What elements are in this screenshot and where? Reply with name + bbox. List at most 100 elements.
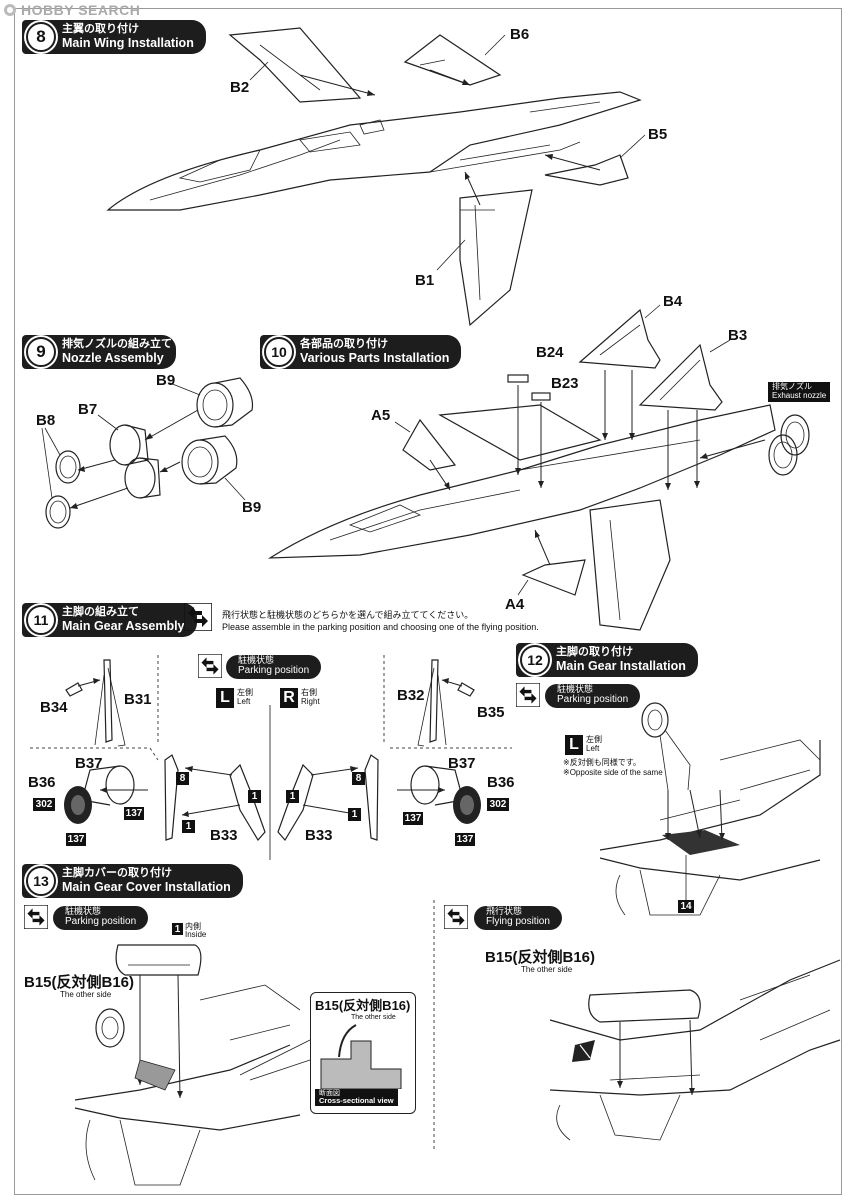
step-13-flying-arrows-icon bbox=[444, 905, 468, 929]
inside-tag: 1 内側 Inside bbox=[172, 922, 206, 940]
choice-note: 飛行状態と駐機状態のどちらかを選んで組み立ててください。 Please asse… bbox=[222, 611, 539, 634]
right-letter: R bbox=[280, 688, 298, 708]
parking-en: Parking position bbox=[557, 694, 629, 706]
label-b4: B4 bbox=[663, 293, 683, 310]
label-b31: B31 bbox=[124, 691, 152, 708]
left-letter: L bbox=[216, 688, 234, 708]
parking-en: Parking position bbox=[65, 916, 137, 928]
code-8-right: 8 bbox=[352, 772, 365, 785]
exhaust-tag-jp: 排気ノズル bbox=[772, 382, 812, 391]
left-en: Left bbox=[237, 697, 251, 706]
step-title-jp: 主脚の組み立て bbox=[62, 605, 139, 619]
step-title-en: Main Wing Installation bbox=[62, 36, 194, 51]
part-left-sub: The other side bbox=[60, 990, 112, 999]
label-b33-right: B33 bbox=[305, 827, 333, 844]
label-a5: A5 bbox=[371, 407, 391, 424]
part-right-sub: The other side bbox=[521, 965, 573, 974]
choice-arrows-icon bbox=[184, 603, 212, 631]
step-10-illustration bbox=[267, 304, 810, 631]
label-b8: B8 bbox=[36, 412, 56, 429]
label-b35: B35 bbox=[477, 704, 505, 721]
exhaust-nozzle-tag: 排気ノズル Exhaust nozzle bbox=[768, 382, 831, 402]
step-11-parking-pill: 駐機状態 Parking position bbox=[226, 655, 322, 679]
label-b3: B3 bbox=[728, 327, 748, 344]
flying-jp: 飛行状態 bbox=[486, 907, 523, 918]
watermark-text: HOBBY SEARCH bbox=[21, 2, 141, 18]
step-title-jp: 主翼の取り付け bbox=[62, 22, 139, 36]
left-en: Left bbox=[586, 744, 600, 753]
step-title-en: Various Parts Installation bbox=[300, 351, 450, 366]
page-frame bbox=[14, 8, 842, 1195]
parking-jp: 駐機状態 bbox=[238, 656, 275, 667]
code-1-right-b: 1 bbox=[348, 808, 361, 821]
step-title-jp: 主脚の取り付け bbox=[556, 645, 633, 659]
step-12-parking-pill: 駐機状態 Parking position bbox=[545, 684, 641, 708]
code-8-left: 8 bbox=[176, 772, 189, 785]
code-137-right-a: 137 bbox=[403, 812, 423, 825]
label-b37-right: B37 bbox=[448, 755, 476, 772]
code-302-right: 302 bbox=[487, 798, 509, 811]
part-right-text: B15(反対側B16) bbox=[485, 949, 596, 966]
left-jp: 左側 bbox=[237, 688, 253, 698]
step-title-en: Main Gear Cover Installation bbox=[62, 880, 231, 895]
step-number: 13 bbox=[26, 866, 56, 896]
step-12-arrows-icon bbox=[516, 683, 540, 707]
parking-jp: 駐機状態 bbox=[65, 907, 102, 918]
step-13-parking-pill: 駐機状態 Parking position bbox=[53, 906, 149, 930]
label-b24: B24 bbox=[536, 344, 564, 361]
label-b5: B5 bbox=[648, 126, 668, 143]
label-b1: B1 bbox=[415, 272, 435, 289]
choice-note-jp: 飛行状態と駐機状態のどちらかを選んで組み立ててください。 bbox=[222, 611, 474, 621]
label-b7: B7 bbox=[78, 401, 98, 418]
step-12-illustration bbox=[599, 702, 821, 916]
code-137-left-a: 137 bbox=[124, 807, 144, 820]
label-b32: B32 bbox=[397, 687, 425, 704]
step-title-jp: 各部品の取り付け bbox=[300, 337, 388, 351]
step-title-en: Main Gear Assembly bbox=[62, 619, 185, 634]
step-title-en: Nozzle Assembly bbox=[62, 351, 164, 366]
section-part: B15(反対側B16) bbox=[315, 998, 411, 1013]
left-letter: L bbox=[565, 735, 583, 755]
inside-code: 1 bbox=[172, 923, 183, 935]
step-title-jp: 排気ノズルの組み立て bbox=[62, 337, 172, 351]
step-9-illustration bbox=[41, 377, 254, 529]
inside-jp: 内側 bbox=[185, 922, 201, 931]
label-b37-left: B37 bbox=[75, 755, 103, 772]
right-en: Right bbox=[301, 697, 320, 706]
section-jp: 断面図 bbox=[319, 1089, 340, 1097]
note-en: ※Opposite side of the same bbox=[563, 768, 663, 777]
parking-jp: 駐機状態 bbox=[557, 685, 594, 696]
exhaust-tag-en: Exhaust nozzle bbox=[772, 390, 827, 400]
label-b23: B23 bbox=[551, 375, 579, 392]
parking-arrows-icon bbox=[198, 654, 222, 678]
step-13-parking-arrows-icon bbox=[24, 905, 48, 929]
label-b9-lower: B9 bbox=[242, 499, 262, 516]
step-11-illustration bbox=[64, 659, 481, 842]
code-1-left-a: 1 bbox=[248, 790, 261, 803]
label-b36-right: B36 bbox=[487, 774, 515, 791]
left-jp: 左側 bbox=[586, 735, 602, 745]
step-8-illustration bbox=[106, 27, 646, 327]
label-b6: B6 bbox=[510, 26, 530, 43]
step-title-en: Main Gear Installation bbox=[556, 659, 686, 674]
part-label-left: B15(反対側B16) The other side bbox=[24, 975, 134, 999]
step-11-dividers bbox=[30, 655, 512, 860]
parking-en: Parking position bbox=[238, 665, 310, 677]
section-en: Cross-sectional view bbox=[319, 1096, 394, 1106]
step-title-jp: 主脚カバーの取り付け bbox=[62, 866, 172, 880]
code-1-right-a: 1 bbox=[286, 790, 299, 803]
label-b34: B34 bbox=[40, 699, 68, 716]
code-302-left: 302 bbox=[33, 798, 55, 811]
step-number: 12 bbox=[520, 645, 550, 675]
cross-section-inset: B15(反対側B16) The other side 断面図 Cross-sec… bbox=[310, 992, 416, 1114]
label-b33-left: B33 bbox=[210, 827, 238, 844]
section-caption: 断面図 Cross-sectional view bbox=[315, 1089, 398, 1107]
step-13-flying-pill: 飛行状態 Flying position bbox=[474, 906, 562, 930]
